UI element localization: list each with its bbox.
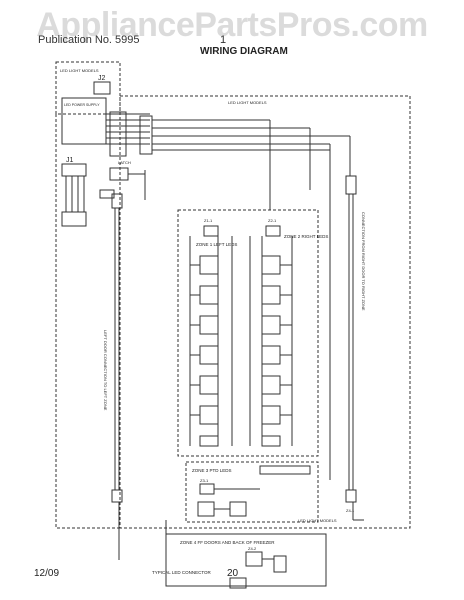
- zone-3-box: [185, 461, 319, 523]
- label-zone2: ZONE 2 RIGHT LEDS: [284, 234, 328, 239]
- page-title: WIRING DIAGRAM: [200, 46, 288, 57]
- label-z3-1: Z3-1: [200, 478, 209, 483]
- led-models-box-left: [55, 61, 121, 115]
- j2-connector: [93, 81, 111, 95]
- j1-connector: [61, 163, 87, 177]
- label-led-models-main-bottom: LED LIGHT MODELS: [298, 518, 337, 523]
- label-latch: LATCH: [118, 160, 131, 165]
- left-door-connector: [111, 193, 123, 209]
- header-model: Publication No. 5995: [38, 34, 140, 46]
- watermark: AppliancePartsPros.com: [36, 6, 428, 44]
- label-zone4: ZONE 4 FF DOORS AND BACK OF FREEZER: [180, 540, 275, 545]
- label-j1: J1: [66, 157, 74, 164]
- label-typical: TYPICAL LED CONNECTOR: [152, 570, 212, 575]
- label-right-door-conn: CONNECTION FROM RIGHT DOOR TO RIGHT ZONE: [361, 212, 366, 311]
- label-zone3: ZONE 3 PTD LEDS: [192, 468, 232, 473]
- footer-page-number: 20: [227, 568, 239, 579]
- zone-1-2-box: [177, 209, 319, 457]
- right-door-connector: [345, 175, 357, 195]
- label-z4-1: Z4-1: [346, 508, 355, 513]
- label-j2: J2: [98, 75, 106, 82]
- label-z1-1: Z1-1: [204, 218, 213, 223]
- label-zone1: ZONE 1 LEFT LEDS: [196, 242, 237, 247]
- label-left-door-conn: LEFT DOOR CONNECTION TO LEFT ZONE: [103, 330, 108, 411]
- typical-led-connector: [229, 577, 247, 589]
- label-z2-1: Z2-1: [268, 218, 277, 223]
- footer-date: 12/09: [34, 568, 60, 579]
- power-supply: [61, 97, 107, 145]
- label-power-supply: LED POWER SUPPLY: [64, 103, 100, 107]
- label-z4-2: Z4-2: [248, 546, 257, 551]
- led-models-box-main: [119, 95, 411, 529]
- latch: [109, 167, 129, 181]
- label-led-models-main-top: LED LIGHT MODELS: [228, 100, 267, 105]
- header-publication: 1: [220, 34, 227, 46]
- label-led-models-left: LED LIGHT MODELS: [60, 68, 99, 73]
